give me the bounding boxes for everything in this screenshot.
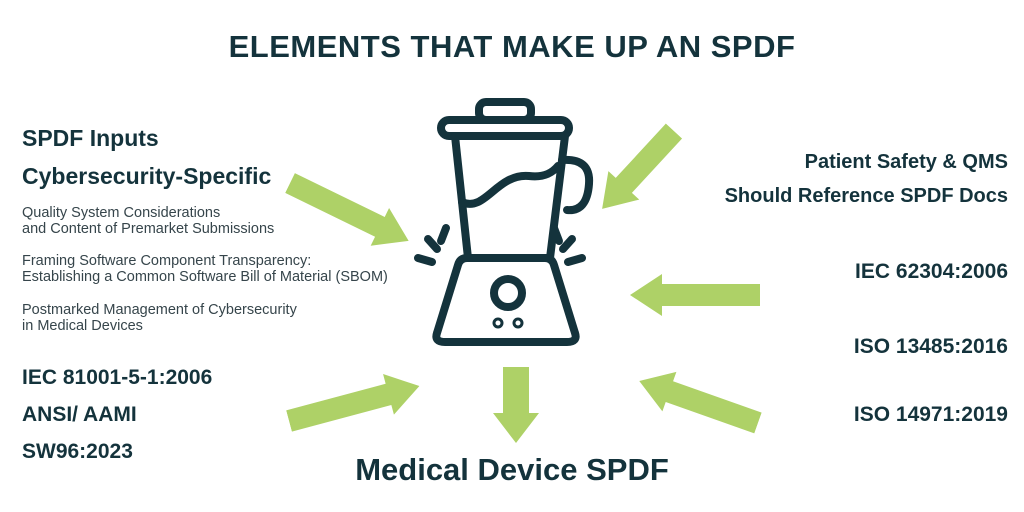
standard-sw96: SW96:2023 bbox=[22, 440, 133, 463]
arrow-iso14971-to-blender-icon bbox=[639, 371, 762, 434]
output-label: Medical Device SPDF bbox=[355, 452, 669, 487]
standard-iec-81001: IEC 81001-5-1:2006 bbox=[22, 366, 213, 389]
patient-safety-heading-line2: Should Reference SPDF Docs bbox=[724, 185, 1008, 207]
doc-line: Establishing a Common Software Bill of M… bbox=[22, 269, 388, 285]
doc-line: in Medical Devices bbox=[22, 318, 143, 334]
input-doc-postmarket: Postmarked Management of Cybersecurity i… bbox=[22, 302, 297, 334]
doc-line: Quality System Considerations bbox=[22, 205, 221, 221]
input-doc-sbom: Framing Software Component Transparency:… bbox=[22, 253, 388, 285]
patient-safety-heading-line1: Patient Safety & QMS bbox=[804, 151, 1008, 173]
arrow-iec62304-to-blender-icon bbox=[630, 274, 760, 316]
arrow-blender-to-output-icon bbox=[493, 367, 539, 443]
doc-line: Postmarked Management of Cybersecurity bbox=[22, 302, 297, 318]
arrow-left-standards-to-blender-icon bbox=[286, 374, 420, 432]
doc-line: Framing Software Component Transparency: bbox=[22, 253, 312, 269]
standard-iec-62304: IEC 62304:2006 bbox=[855, 260, 1008, 283]
doc-line: and Content of Premarket Submissions bbox=[22, 221, 275, 237]
arrow-patient-safety-to-blender-icon bbox=[602, 123, 683, 209]
spdf-inputs-heading: SPDF Inputs Cybersecurity-Specific bbox=[22, 119, 271, 195]
spdf-inputs-heading-line2: Cybersecurity-Specific bbox=[22, 163, 272, 189]
patient-safety-heading: Patient Safety & QMS Should Reference SP… bbox=[725, 145, 1008, 213]
left-standards-list: IEC 81001-5-1:2006 ANSI/ AAMI SW96:2023 bbox=[22, 366, 212, 477]
standard-iso-13485: ISO 13485:2016 bbox=[853, 335, 1008, 358]
input-doc-quality-system: Quality System Considerations and Conten… bbox=[22, 205, 274, 237]
page-title: ELEMENTS THAT MAKE UP AN SPDF bbox=[228, 29, 796, 64]
blender-icon bbox=[414, 98, 594, 346]
arrow-inputs-to-blender-icon bbox=[285, 173, 409, 246]
standard-ansi-aami: ANSI/ AAMI bbox=[22, 403, 137, 426]
spdf-inputs-heading-line1: SPDF Inputs bbox=[22, 125, 159, 151]
standard-iso-14971: ISO 14971:2019 bbox=[853, 403, 1008, 426]
